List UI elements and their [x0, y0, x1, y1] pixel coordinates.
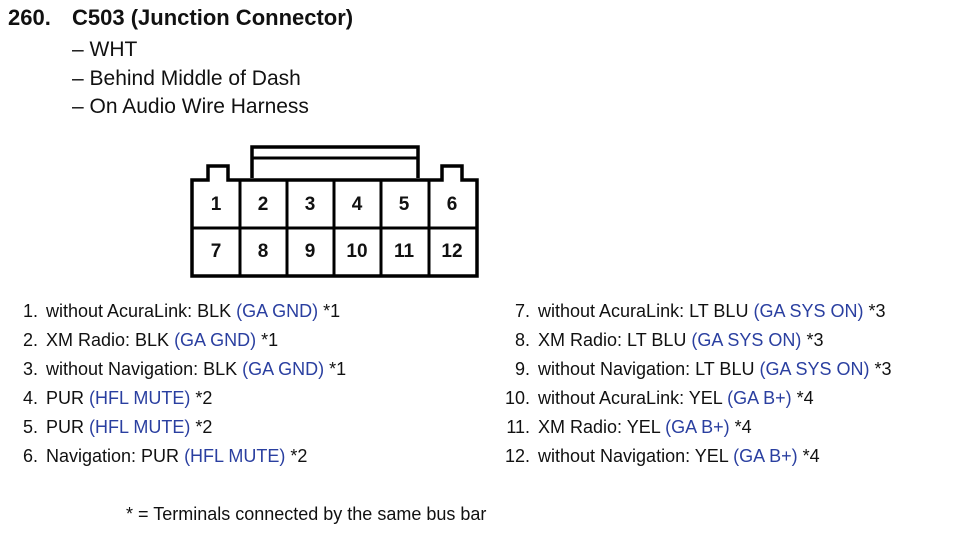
connector-lock-tab [250, 145, 420, 178]
pin-label: 8 [257, 240, 269, 262]
pin-label: 12 [441, 240, 463, 262]
pin-signal: (GA GND) [174, 330, 257, 350]
connector-description-list: – WHT – Behind Middle of Dash – On Audio… [72, 36, 309, 122]
pin-signal: (GA SYS ON) [753, 301, 864, 321]
pin-number: 7. [514, 301, 530, 321]
pin-list-item: 6. Navigation: PUR (HFL MUTE) *2 [8, 442, 346, 471]
pin-number: 6. [22, 446, 38, 466]
pin-list-item: 1. without AcuraLink: BLK (GA GND) *1 [8, 297, 346, 326]
pin-description: XM Radio: BLK [46, 330, 175, 350]
connector-housing [190, 164, 479, 278]
pin-number: 1. [22, 301, 38, 321]
pin-label: 6 [446, 193, 458, 215]
connector-color: – WHT [72, 38, 138, 61]
pin-signal: (GA B+) [727, 388, 792, 408]
pin-signal: (GA B+) [665, 417, 730, 437]
pin-number: 10. [504, 388, 530, 408]
pin-label: 5 [398, 193, 410, 215]
pin-signal: (GA B+) [733, 446, 798, 466]
pin-list-item: 5. PUR (HFL MUTE) *2 [8, 413, 346, 442]
pin-list-right: 7.without AcuraLink: LT BLU (GA SYS ON) … [500, 297, 892, 471]
pin-description: without Navigation: LT BLU [538, 359, 760, 379]
pin-note: *1 [318, 301, 341, 321]
pin-label: 9 [304, 240, 316, 262]
connector-location: – Behind Middle of Dash [72, 66, 301, 90]
pin-number: 9. [514, 359, 530, 379]
pin-description: without AcuraLink: LT BLU [538, 301, 754, 321]
pin-list-item: 4. PUR (HFL MUTE) *2 [8, 384, 346, 413]
pin-list-item: 8. XM Radio: LT BLU (GA SYS ON) *3 [500, 326, 892, 355]
pin-list-left: 1. without AcuraLink: BLK (GA GND) *1 2. X… [8, 297, 346, 471]
pin-description: XM Radio: LT BLU [538, 330, 692, 350]
pin-label: 3 [304, 193, 316, 215]
pin-list-item: 7.without AcuraLink: LT BLU (GA SYS ON) … [500, 297, 892, 326]
pin-signal: (GA SYS ON) [759, 359, 870, 379]
pin-list-item: 3. without Navigation: BLK (GA GND) *1 [8, 355, 346, 384]
pin-description: without Navigation: BLK [46, 359, 243, 379]
connector-index: 260. [8, 5, 51, 30]
pin-label: 2 [257, 193, 269, 215]
pin-note: *1 [256, 330, 279, 350]
pin-number: 8. [514, 330, 530, 350]
connector-title: C503 (Junction Connector) [72, 5, 354, 30]
pin-list-item: 2. XM Radio: BLK (GA GND) *1 [8, 326, 346, 355]
connector-heading: 260. C503 (Junction Connector) [8, 4, 353, 32]
pin-signal: (HFL MUTE) [89, 417, 191, 437]
pin-description: without AcuraLink: YEL [538, 388, 728, 408]
pin-label: 11 [393, 240, 415, 262]
pin-description: without AcuraLink: BLK [46, 301, 237, 321]
pin-note: *2 [190, 388, 213, 408]
pin-label: 4 [351, 193, 363, 215]
pin-label: 7 [210, 240, 222, 262]
pin-note: *2 [285, 446, 308, 466]
pin-description: Navigation: PUR [46, 446, 185, 466]
pin-description: PUR [46, 388, 90, 408]
pin-note: *3 [863, 301, 886, 321]
pin-note: *3 [801, 330, 824, 350]
pin-list-item: 12. without Navigation: YEL (GA B+) *4 [500, 442, 892, 471]
connector-harness: – On Audio Wire Harness [72, 95, 309, 118]
pin-number: 12. [504, 446, 530, 466]
pin-description: without Navigation: YEL [538, 446, 734, 466]
bus-bar-footnote: * = Terminals connected by the same bus … [126, 504, 487, 524]
pin-note: *1 [324, 359, 347, 379]
pin-note: *2 [190, 417, 213, 437]
pin-note: *4 [791, 388, 814, 408]
pin-list-item: 11. XM Radio: YEL (GA B+) *4 [500, 413, 892, 442]
pin-description: PUR [46, 417, 90, 437]
pin-list-item: 10. without AcuraLink: YEL (GA B+) *4 [500, 384, 892, 413]
pin-number: 3. [22, 359, 38, 379]
pin-list-item: 9. without Navigation: LT BLU (GA SYS ON)… [500, 355, 892, 384]
pin-signal: (HFL MUTE) [184, 446, 286, 466]
pin-number: 4. [22, 388, 38, 408]
pin-note: *4 [729, 417, 752, 437]
pin-number: 2. [22, 330, 38, 350]
pin-signal: (GA GND) [242, 359, 325, 379]
pin-number: 5. [22, 417, 38, 437]
pin-label: 1 [210, 193, 222, 215]
pin-signal: (HFL MUTE) [89, 388, 191, 408]
pin-signal: (GA SYS ON) [691, 330, 802, 350]
pin-note: *4 [797, 446, 820, 466]
pin-label: 10 [346, 240, 368, 262]
pin-description: XM Radio: YEL [538, 417, 666, 437]
pin-signal: (GA GND) [236, 301, 319, 321]
pin-note: *3 [869, 359, 892, 379]
pin-number: 11. [506, 417, 530, 437]
